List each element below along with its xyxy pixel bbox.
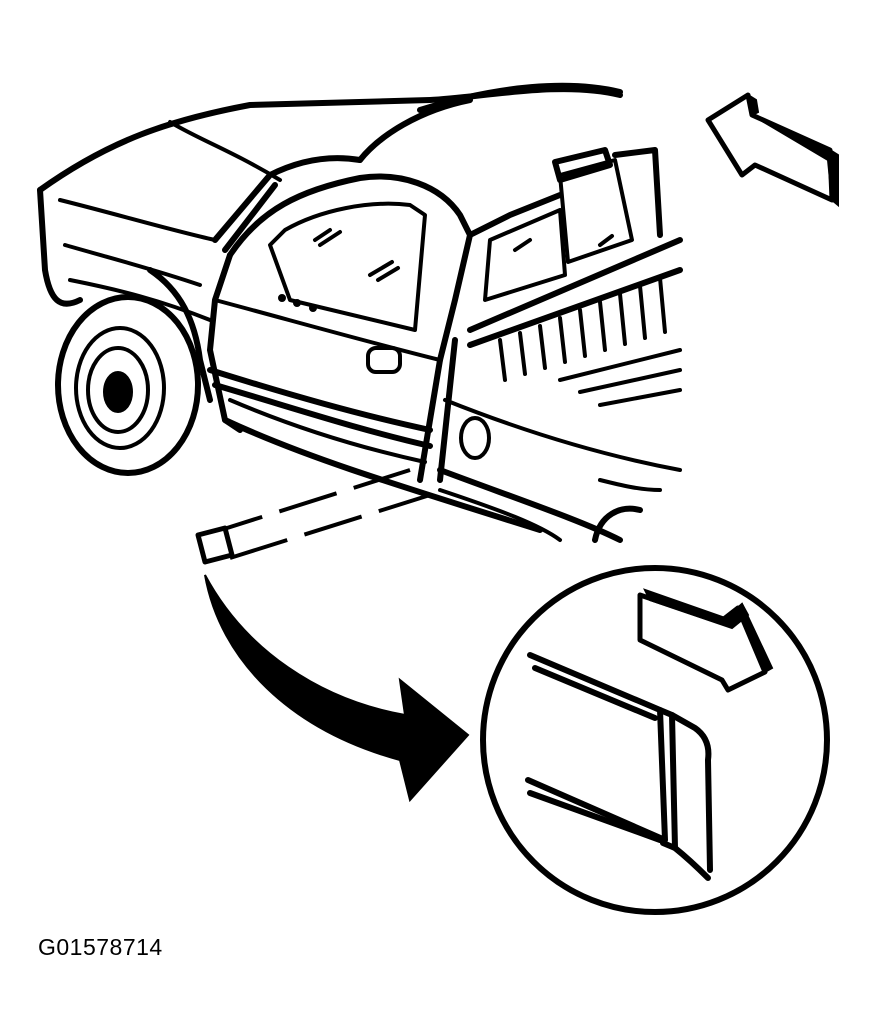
cab-back-edge bbox=[612, 147, 663, 238]
molding-strip-bottom-edge bbox=[527, 790, 663, 843]
leader-line-upper bbox=[204, 468, 411, 537]
front-fascia bbox=[37, 187, 83, 307]
cab-rear-top bbox=[467, 192, 563, 238]
view-direction-arrow-icon bbox=[705, 92, 839, 208]
rear-side-window bbox=[483, 208, 567, 302]
door-window bbox=[268, 201, 427, 332]
front-hub bbox=[103, 371, 133, 413]
front-rim-outer bbox=[74, 326, 166, 450]
door-molding-lower bbox=[212, 382, 433, 449]
roof-front bbox=[357, 97, 473, 163]
door-bolt-3 bbox=[309, 304, 317, 312]
pickup-truck bbox=[37, 82, 683, 543]
bed-front-edge bbox=[437, 337, 458, 483]
door-molding-upper bbox=[207, 367, 433, 433]
detail-callout-circle bbox=[480, 565, 830, 915]
door-top-frame bbox=[227, 173, 473, 363]
a-pillar bbox=[222, 182, 278, 253]
molding-end-edge bbox=[657, 707, 678, 851]
bed-side-crease bbox=[443, 398, 682, 472]
front-tire bbox=[55, 294, 201, 476]
molding-strip-face bbox=[525, 652, 668, 843]
rear-window bbox=[558, 158, 634, 264]
fuel-door bbox=[459, 416, 491, 460]
curved-pointer-arrow-icon bbox=[204, 574, 470, 803]
roof-line bbox=[417, 82, 623, 113]
rear-glare bbox=[513, 234, 614, 252]
panel-corner bbox=[669, 712, 713, 873]
bed-molding bbox=[437, 467, 623, 543]
rear-wheel-arch bbox=[592, 505, 643, 543]
panel-bottom-curve bbox=[672, 845, 711, 881]
door-handle bbox=[366, 346, 402, 374]
bed-floor-lines bbox=[558, 348, 682, 407]
callout-leader bbox=[195, 468, 431, 565]
hood-seam bbox=[168, 120, 282, 182]
bed-rail-top bbox=[467, 237, 683, 333]
window-glare-2 bbox=[368, 260, 400, 282]
window-glare-1 bbox=[313, 228, 342, 247]
detail-circle-outline bbox=[480, 565, 830, 915]
callout-arrow-icon bbox=[637, 588, 774, 693]
leader-line-lower bbox=[229, 493, 431, 560]
rocker-panel bbox=[222, 417, 543, 533]
molding-end-cap bbox=[195, 525, 235, 565]
hood-outline bbox=[37, 86, 623, 193]
fender-line bbox=[63, 243, 202, 287]
rocker-line bbox=[228, 398, 427, 464]
third-brake-light bbox=[552, 147, 613, 183]
door-bolt-2 bbox=[293, 299, 301, 307]
bed-flare-line bbox=[598, 478, 662, 492]
bed-rail-inner bbox=[467, 267, 683, 348]
molding-strip-top-edge bbox=[532, 665, 658, 721]
bed-ribs bbox=[498, 276, 667, 382]
bed-lower-line bbox=[438, 488, 562, 542]
door-bolt-1 bbox=[278, 294, 286, 302]
windshield-base bbox=[212, 155, 363, 243]
front-rim-inner bbox=[86, 346, 150, 434]
figure-id-label: G01578714 bbox=[38, 934, 163, 960]
beltline bbox=[213, 298, 442, 362]
front-wheel-arch bbox=[147, 267, 213, 403]
hood-crease bbox=[58, 198, 217, 242]
